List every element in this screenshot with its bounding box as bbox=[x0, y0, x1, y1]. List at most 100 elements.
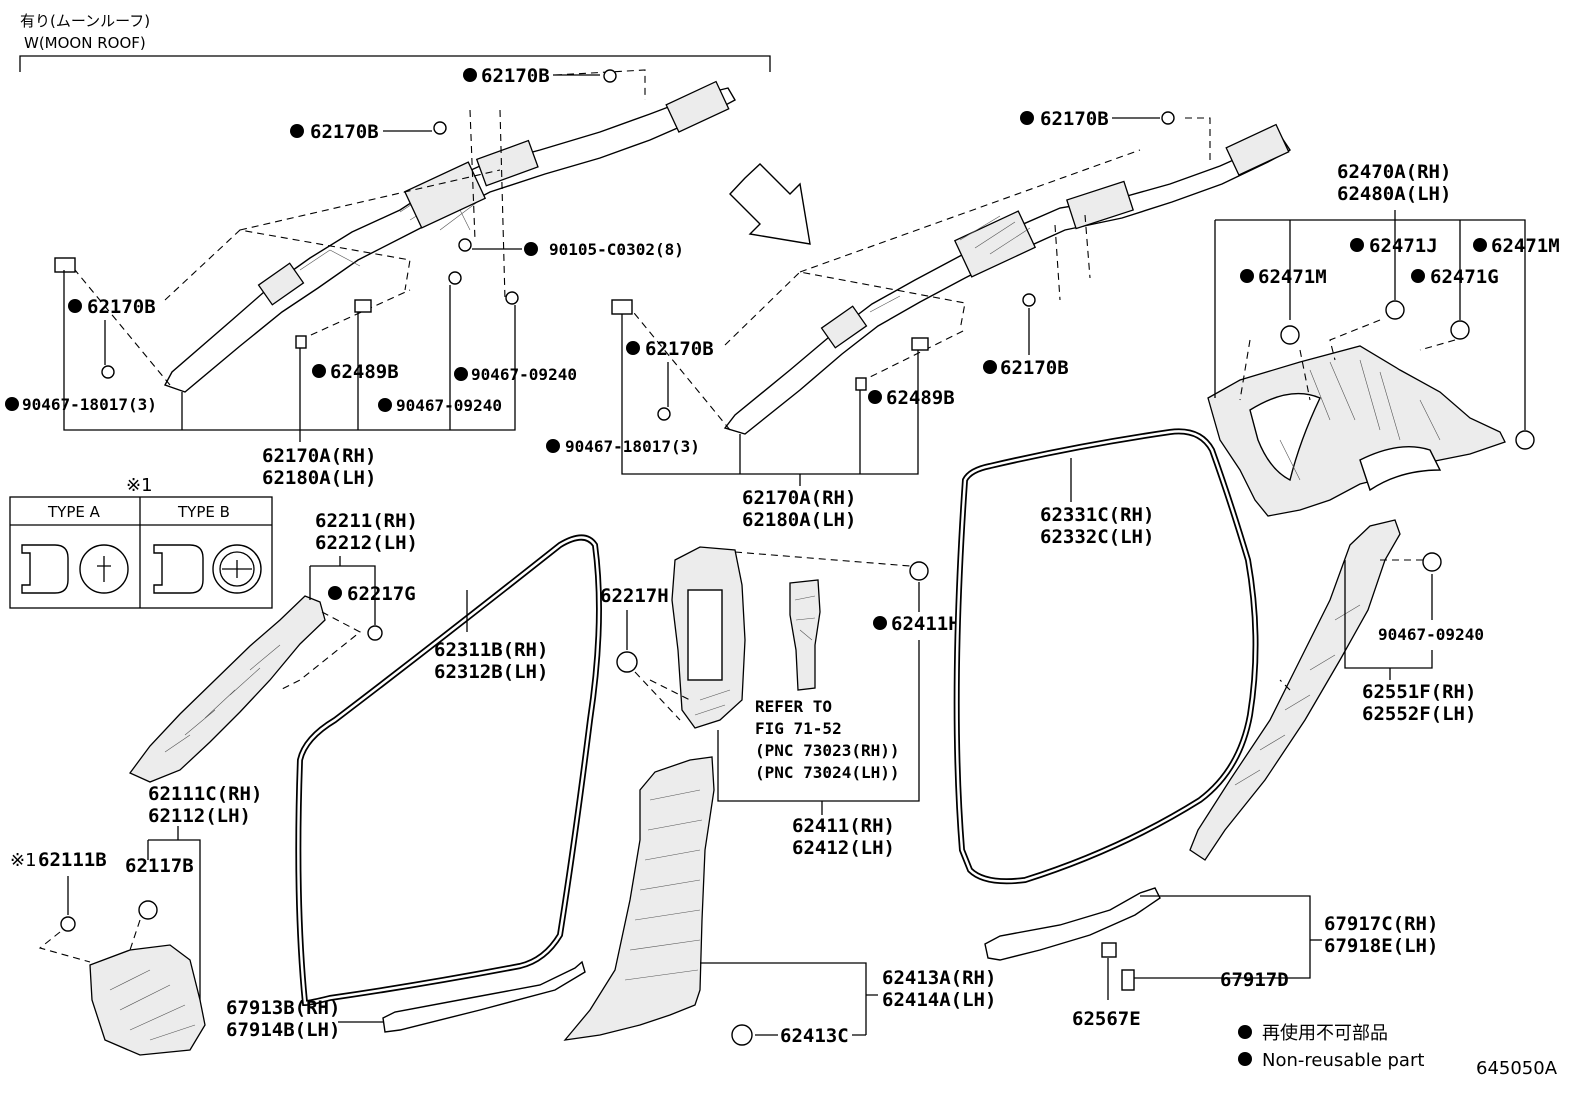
clip-90467-09240-c bbox=[1422, 552, 1442, 572]
a-pillar-trim bbox=[128, 595, 326, 783]
callout-67914B-lh: 67914B(LH) bbox=[226, 1019, 340, 1041]
callout-62471M: 62471M bbox=[1491, 235, 1560, 257]
nut-90467-b bbox=[505, 291, 519, 305]
clip-type-table: TYPE A TYPE B bbox=[9, 496, 273, 609]
callout-62331C-rh: 62331C(RH) bbox=[1040, 504, 1154, 526]
refer-to-text: REFER TO bbox=[755, 697, 832, 716]
callout-62170B: 62170B bbox=[1040, 108, 1109, 130]
callout-90467-18017: 90467-18017(3) bbox=[565, 437, 700, 456]
bullet-icon bbox=[463, 68, 477, 82]
refer-pnc-lh: (PNC 73024(LH)) bbox=[755, 763, 900, 782]
figure-number: 645050A bbox=[1476, 1058, 1558, 1079]
callout-62471J: 62471J bbox=[1369, 235, 1438, 257]
bullet-icon bbox=[1238, 1052, 1252, 1066]
bolt-right-a bbox=[657, 407, 671, 421]
bullet-icon bbox=[454, 367, 468, 381]
callout-62480A-lh: 62480A(LH) bbox=[1337, 183, 1451, 205]
callout-62413A-rh: 62413A(RH) bbox=[882, 967, 996, 989]
clip-62413C bbox=[731, 1024, 753, 1046]
bolt-right-b bbox=[1161, 111, 1175, 125]
callout-62170B: 62170B bbox=[1000, 357, 1069, 379]
type-b-header: TYPE B bbox=[177, 503, 230, 521]
clip-right-top bbox=[611, 299, 633, 315]
type-a-header: TYPE A bbox=[47, 503, 101, 521]
callout-90105: 90105-C0302(8) bbox=[549, 240, 684, 259]
callout-62217H: 62217H bbox=[600, 585, 669, 607]
note-mark: ※1 bbox=[10, 850, 37, 871]
callout-62170B: 62170B bbox=[87, 296, 156, 318]
callout-90467-18017: 90467-18017(3) bbox=[22, 395, 157, 414]
callout-62117B: 62117B bbox=[125, 855, 194, 877]
callout-62471G: 62471G bbox=[1430, 266, 1499, 288]
bullet-icon bbox=[1473, 238, 1487, 252]
note-mark: ※1 bbox=[126, 475, 153, 496]
callout-62489B: 62489B bbox=[886, 387, 955, 409]
clip-62489B-right bbox=[911, 337, 929, 351]
clip-type-a-side-icon bbox=[21, 544, 69, 594]
bullet-icon bbox=[378, 398, 392, 412]
front-door-weatherstrip bbox=[295, 534, 602, 1007]
callout-62170A-rh: 62170A(RH) bbox=[262, 445, 376, 467]
direction-arrow-icon bbox=[729, 163, 811, 245]
c-pillar-lower-trim bbox=[1189, 519, 1401, 861]
clip-62411H bbox=[909, 561, 929, 581]
bullet-icon bbox=[524, 242, 538, 256]
callout-62212-lh: 62212(LH) bbox=[315, 532, 418, 554]
callout-62552F-lh: 62552F(LH) bbox=[1362, 703, 1476, 725]
callout-62180A-lh: 62180A(LH) bbox=[742, 509, 856, 531]
callout-62312B-lh: 62312B(LH) bbox=[434, 661, 548, 683]
clip-62471J bbox=[1385, 300, 1405, 320]
callout-62112-lh: 62112(LH) bbox=[148, 805, 251, 827]
callout-62170A-rh: 62170A(RH) bbox=[742, 487, 856, 509]
callout-62180A-lh: 62180A(LH) bbox=[262, 467, 376, 489]
callout-62411-rh: 62411(RH) bbox=[792, 815, 895, 837]
b-pillar-lower-trim bbox=[563, 756, 715, 1041]
callout-62111C-rh: 62111C(RH) bbox=[148, 783, 262, 805]
callout-62411H: 62411H bbox=[891, 613, 960, 635]
bullet-icon bbox=[68, 299, 82, 313]
callout-67913B-rh: 67913B(RH) bbox=[226, 997, 340, 1019]
bullet-icon bbox=[868, 390, 882, 404]
bullet-icon bbox=[1240, 269, 1254, 283]
bullet-icon bbox=[5, 397, 19, 411]
clip-62117B bbox=[138, 900, 158, 920]
callout-67918E-lh: 67918E(LH) bbox=[1324, 935, 1438, 957]
clip-type-b-side-icon bbox=[153, 544, 204, 594]
bullet-icon bbox=[312, 364, 326, 378]
bolt-left-c bbox=[603, 69, 617, 83]
callout-62170B: 62170B bbox=[310, 121, 379, 143]
callout-62217G: 62217G bbox=[347, 583, 416, 605]
front-scuff-plate bbox=[382, 960, 586, 1033]
callout-62413C: 62413C bbox=[780, 1025, 849, 1047]
clip-62489B-small bbox=[295, 335, 307, 349]
callout-62311B-rh: 62311B(RH) bbox=[434, 639, 548, 661]
refer-pnc-rh: (PNC 73023(RH)) bbox=[755, 741, 900, 760]
seatbelt-adjuster bbox=[789, 579, 821, 691]
bullet-icon bbox=[626, 341, 640, 355]
bullet-icon bbox=[1238, 1025, 1252, 1039]
bullet-icon bbox=[328, 586, 342, 600]
bullet-icon bbox=[1020, 111, 1034, 125]
bullet-icon bbox=[290, 124, 304, 138]
bullet-icon bbox=[983, 360, 997, 374]
clip-62217G bbox=[367, 625, 383, 641]
bolt-90105 bbox=[458, 238, 472, 252]
callout-62332C-lh: 62332C(LH) bbox=[1040, 526, 1154, 548]
clip-62471M-a bbox=[1280, 325, 1300, 345]
refer-fig-text: FIG 71-52 bbox=[755, 719, 842, 738]
callout-90467-09240: 90467-09240 bbox=[396, 396, 502, 415]
nut-90467-a bbox=[448, 271, 462, 285]
callout-90467-09240: 90467-09240 bbox=[471, 365, 577, 384]
callout-67917D: 67917D bbox=[1220, 969, 1289, 991]
callout-62414A-lh: 62414A(LH) bbox=[882, 989, 996, 1011]
clip-62111B bbox=[60, 916, 76, 932]
bolt-left-b bbox=[433, 121, 447, 135]
clip-62489B-small-right bbox=[855, 377, 867, 391]
b-pillar-upper-trim bbox=[671, 546, 746, 729]
rear-scuff-plate bbox=[984, 887, 1161, 961]
bullet-icon bbox=[1350, 238, 1364, 252]
callout-62551F-rh: 62551F(RH) bbox=[1362, 681, 1476, 703]
callout-90467-09240: 90467-09240 bbox=[1378, 625, 1484, 644]
callout-62211-rh: 62211(RH) bbox=[315, 510, 418, 532]
